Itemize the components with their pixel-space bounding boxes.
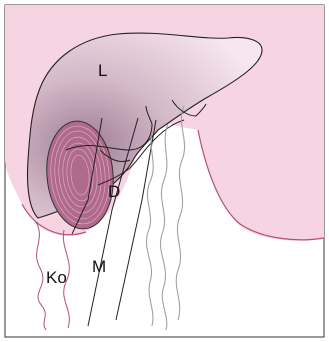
label-liver: L [98, 61, 107, 80]
label-kidney: Ko [46, 268, 67, 287]
label-muscle: M [92, 257, 106, 276]
label-duodenum: D [108, 182, 120, 201]
